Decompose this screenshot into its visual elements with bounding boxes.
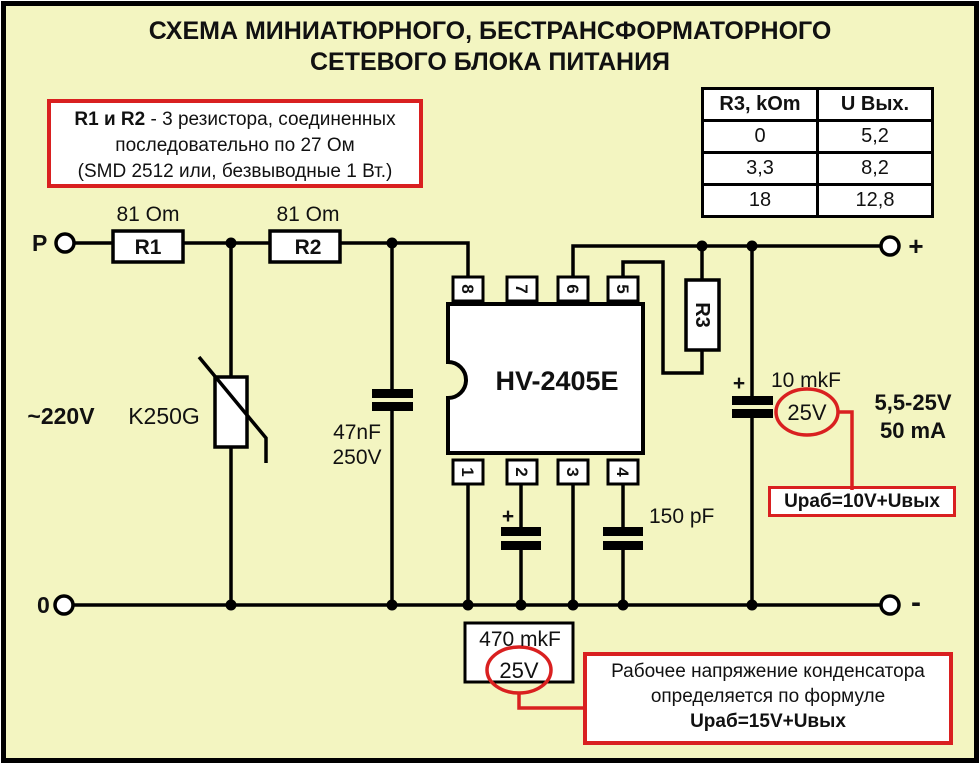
title-line-2: СЕТЕВОГО БЛОКА ПИТАНИЯ (309, 48, 671, 76)
note-line-1: R1 и R2 - 3 резистора, соединенных (51, 107, 419, 133)
table-row: 3,3 8,2 (701, 151, 934, 186)
r3-voltage-table: R3, kOm U Вых. 0 5,2 3,3 8,2 18 12,8 (701, 87, 934, 218)
callout-top-formula: Uраб=10V+Uвых (784, 491, 940, 512)
col-header-r3: R3, kOm (701, 87, 819, 122)
title-line-1: СХЕМА МИНИАТЮРНОГО, БЕСТРАНСФОРМАТОРНОГО (148, 17, 832, 45)
cell-uout: 12,8 (816, 183, 934, 218)
note-line-1-rest: - 3 резистора, соединенных (145, 109, 396, 130)
note-line-3: (SMD 2512 или, безвыводные 1 Вт.) (77, 161, 393, 182)
cell-r3: 0 (701, 119, 819, 154)
r3-voltage-table-wrap: R3, kOm U Вых. 0 5,2 3,3 8,2 18 12,8 (701, 87, 934, 218)
callout-bottom-line-1: Рабочее напряжение конденсатора (611, 661, 925, 682)
table-header-row: R3, kOm U Вых. (701, 87, 934, 122)
callout-bottom-line-2: определяется по формуле (650, 686, 886, 707)
cell-uout: 5,2 (816, 119, 934, 154)
page-title: СХЕМА МИНИАТЮРНОГО, БЕСТРАНСФОРМАТОРНОГО… (0, 16, 980, 78)
cell-r3: 3,3 (701, 151, 819, 186)
note-bold: R1 и R2 (74, 109, 146, 130)
table-row: 0 5,2 (701, 119, 934, 154)
table-row: 18 12,8 (701, 183, 934, 218)
note-line-2: последовательно по 27 Ом (115, 135, 355, 156)
cell-uout: 8,2 (816, 151, 934, 186)
callout-bottom-formula: Uраб=15V+Uвых (690, 711, 846, 732)
callout-bottom-note-box: Рабочее напряжение конденсатора определя… (583, 652, 953, 745)
cell-r3: 18 (701, 183, 819, 218)
callout-top-formula-box: Uраб=10V+Uвых (768, 486, 956, 517)
r1r2-note-box: R1 и R2 - 3 резистора, соединенных после… (47, 99, 423, 188)
col-header-uout: U Вых. (816, 87, 934, 122)
